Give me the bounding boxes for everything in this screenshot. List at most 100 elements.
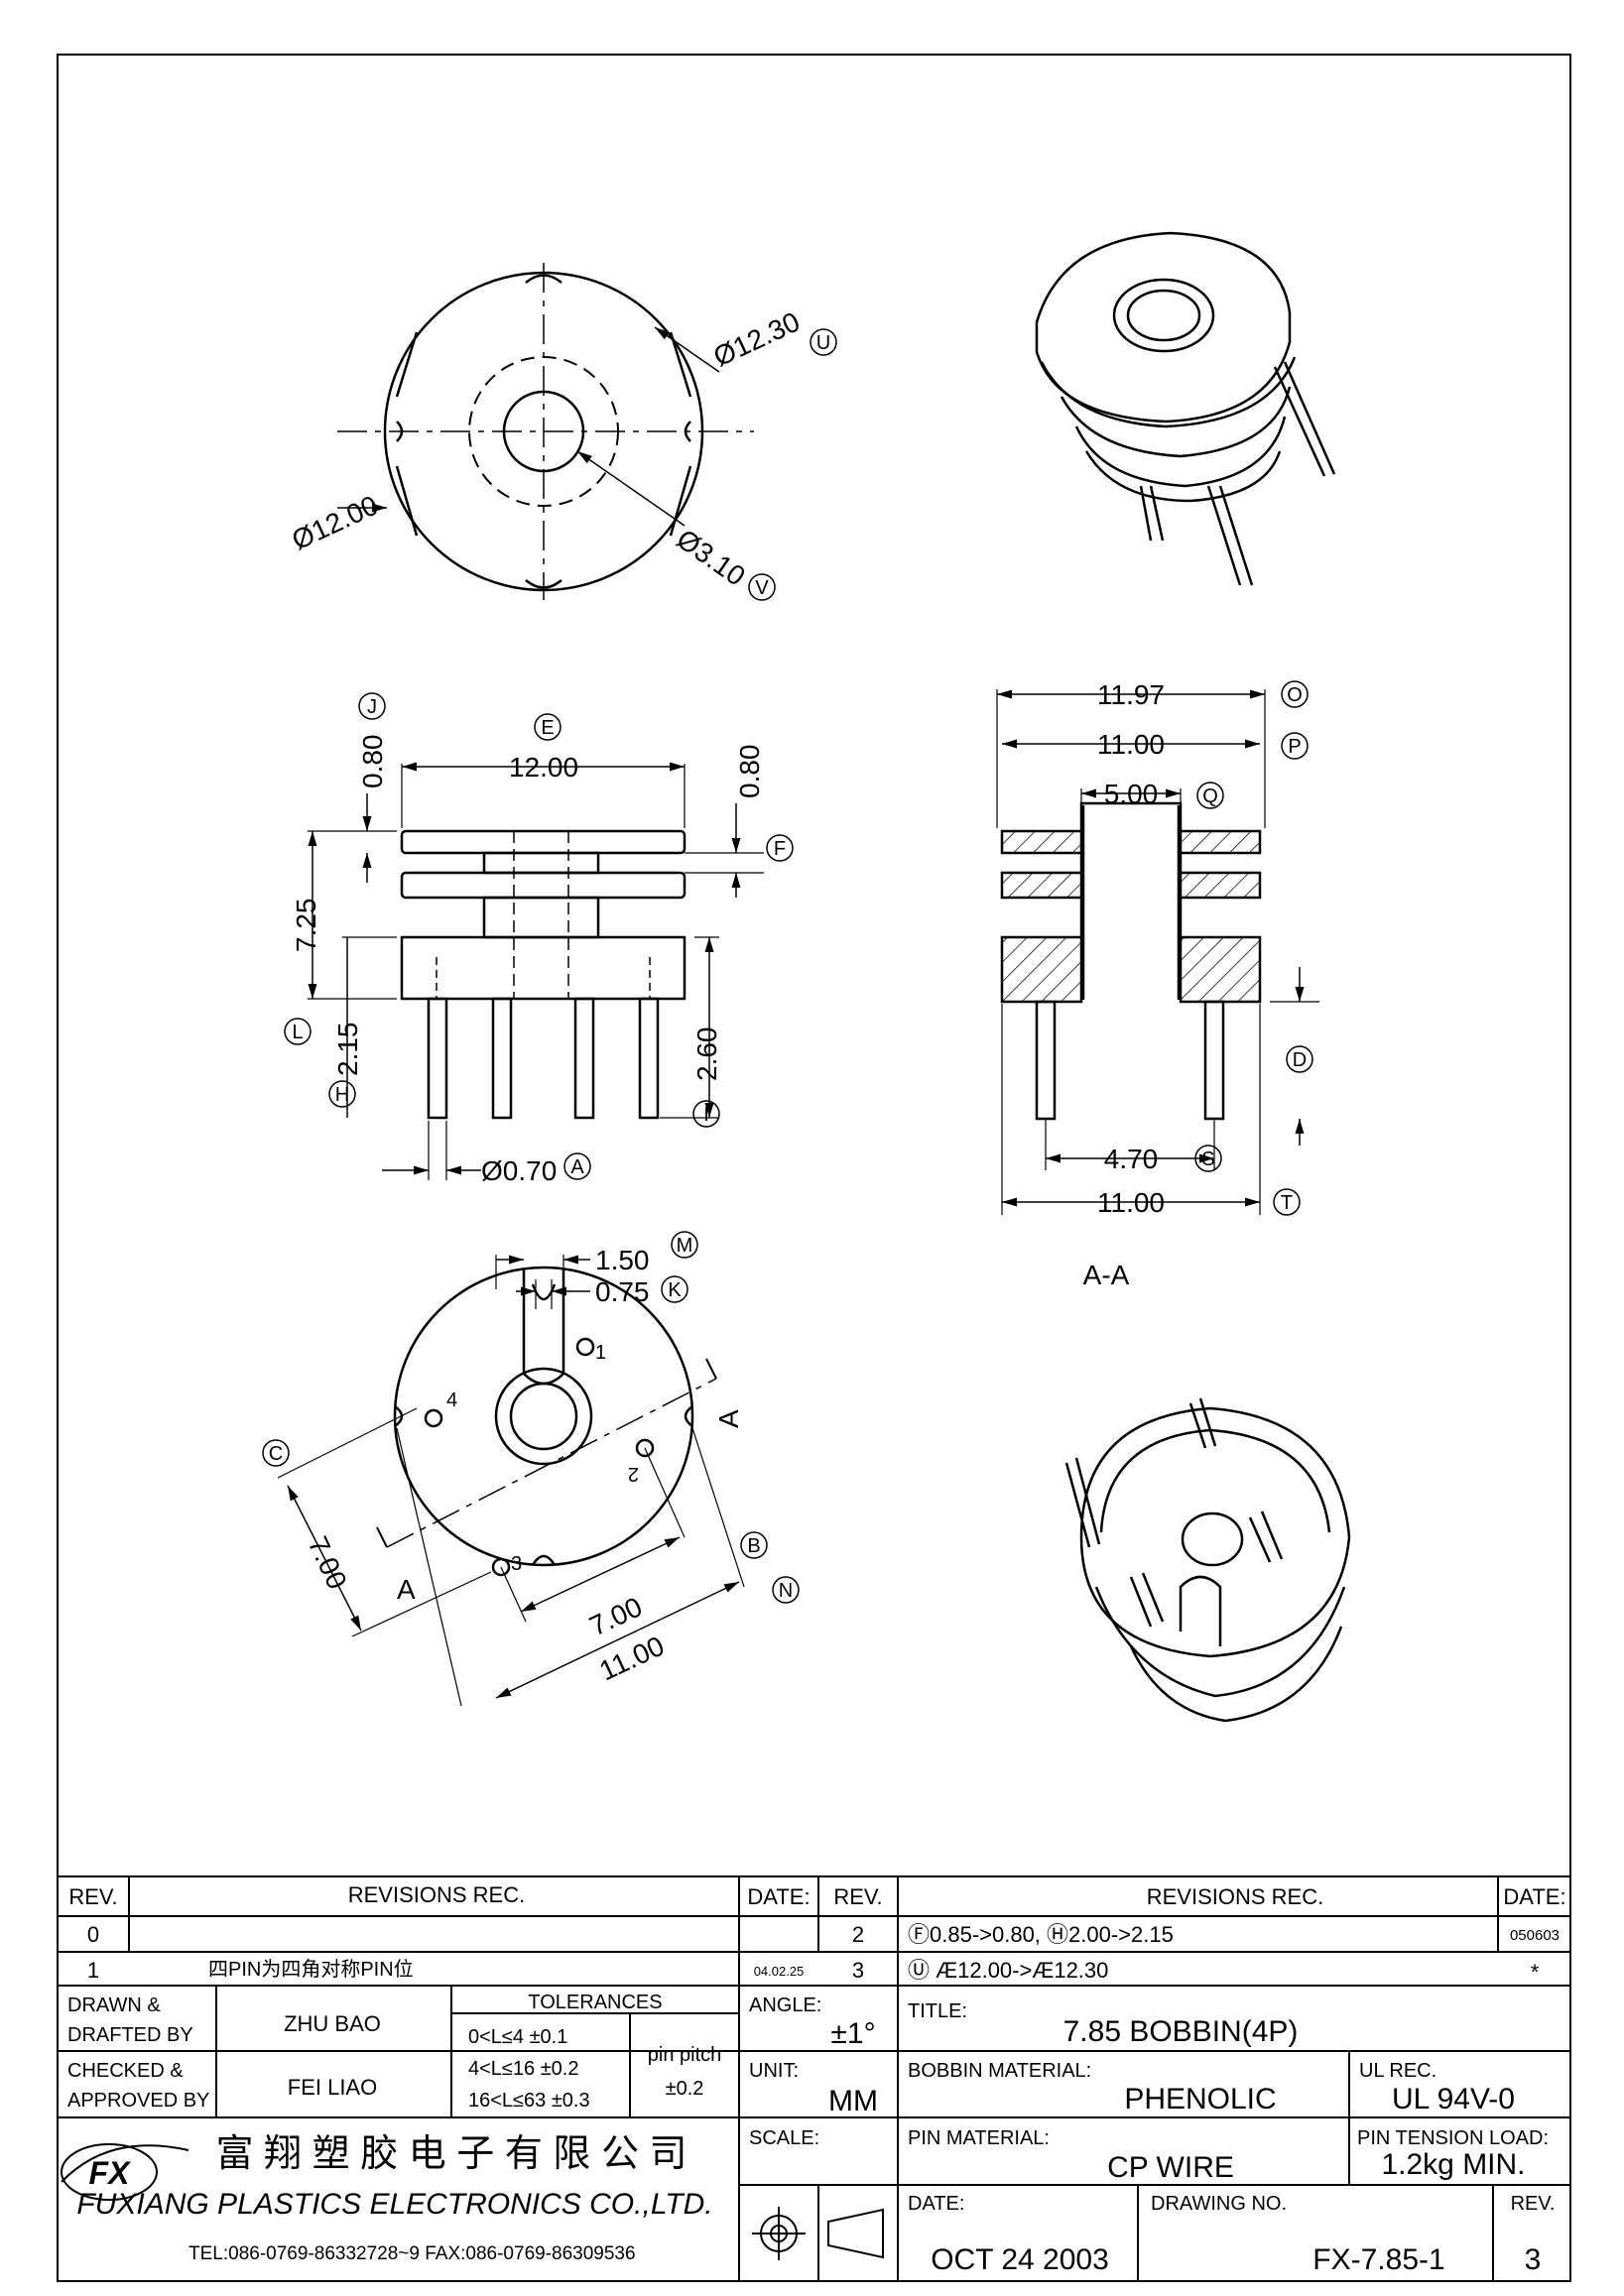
rev-row-1-date: 04.02.25 [754,1964,805,1979]
tag-f: F [766,834,794,862]
tolerances-label: TOLERANCES [528,1992,662,2013]
pin-label-2: 2 [628,1463,639,1485]
rev-row-2-text: Ⓕ0.85->0.80, Ⓗ2.00->2.15 [908,1922,1174,1947]
rev-header-left: REV. [68,1884,117,1909]
tag-i: I [692,1100,720,1128]
rev-row-0-num: 0 [87,1922,99,1947]
svg-text:E: E [541,717,554,739]
rev-value: 3 [1525,2243,1542,2276]
rev-row-1-num: 1 [87,1958,99,1983]
section-flange-width: 11.00 [1097,729,1165,760]
tag-l: L [284,1018,312,1045]
unit-value: MM [828,2085,878,2117]
front-base-height: 2.15 [332,1023,363,1077]
company-name-cn: 富 翔 塑 胶 电 子 有 限 公 司 [215,2133,687,2175]
tag-t: T [1273,1188,1301,1216]
company-contact: TEL:086-0769-86332728~9 FAX:086-0769-863… [188,2243,636,2264]
tag-d: D [1286,1045,1313,1073]
tag-b: B [740,1531,768,1559]
pin-tension-value: 1.2kg MIN. [1381,2148,1525,2181]
scale-label: SCALE: [749,2127,819,2149]
section-base-width: 11.00 [1097,1187,1165,1218]
date-header-right: DATE: [1503,1884,1565,1909]
tag-u: U [810,328,837,356]
pin-material-label: PIN MATERIAL: [908,2127,1050,2149]
section-core-width: 5.00 [1104,779,1159,809]
front-pin-length: 2.60 [691,1027,722,1082]
top-base-dia: Ø12.00 [287,490,382,556]
bottom-pin-grid-b: 7.00 [584,1591,646,1641]
bobbin-material-value: PHENOLIC [1124,2083,1276,2115]
section-mark-right: A [713,1409,744,1428]
top-view [337,263,754,600]
front-top-width: 12.00 [509,752,578,783]
drawing-no-label: DRAWING NO. [1151,2193,1287,2215]
iso-view-top [1035,231,1336,586]
section-view [996,689,1319,1215]
company-logo: FX [61,2143,189,2201]
tag-s: S [1194,1145,1222,1172]
revisions-header-right: REVISIONS REC. [1147,1884,1323,1909]
top-outer-dia: Ø12.30 [708,306,804,373]
tag-e: E [534,713,562,741]
svg-text:P: P [1288,736,1301,758]
bottom-view [277,1255,745,1707]
angle-value: ±1° [830,2017,875,2050]
tag-q: Q [1196,782,1224,809]
svg-text:D: D [1293,1049,1307,1071]
svg-text:K: K [668,1279,682,1301]
drawn-label-2: DRAFTED BY [67,2024,193,2046]
tag-h: H [328,1080,356,1108]
front-flange-left: 0.80 [357,735,388,789]
rev-row-3-num: 3 [852,1958,864,1983]
sheet-border [57,54,1571,2282]
drawn-label-1: DRAWN & [67,1994,161,2016]
svg-text:C: C [269,1443,283,1465]
pin-label-4: 4 [446,1390,457,1411]
svg-text:U: U [816,332,830,354]
front-view [308,762,764,1180]
tolerance-row-2: 4<L≤16 ±0.2 [468,2058,578,2080]
tolerance-row-1: 0<L≤4 ±0.1 [468,2026,567,2048]
pin-pitch-label: pin pitch [648,2044,722,2066]
tag-m: M [671,1231,698,1259]
tag-k: K [661,1275,688,1303]
svg-text:J: J [367,696,377,718]
pin-label-3: 3 [511,1553,522,1575]
svg-text:M: M [677,1235,693,1257]
angle-label: ANGLE: [749,1994,821,2016]
rev-row-1-text: 四PIN为四角对称PIN位 [208,1958,414,1981]
company-name-en: FUXIANG PLASTICS ELECTRONICS CO.,LTD. [76,2188,712,2221]
svg-text:A: A [570,1156,584,1178]
svg-text:I: I [703,1104,709,1126]
date-header-left: DATE: [747,1884,810,1909]
date-label: DATE: [908,2193,964,2215]
front-total-height: 7.25 [291,899,321,953]
rev-label: REV. [1511,2193,1556,2215]
section-pin-spacing: 4.70 [1104,1144,1159,1174]
front-pin-dia: Ø0.70 [481,1155,557,1186]
drawing-no-value: FX-7.85-1 [1312,2243,1444,2276]
bottom-slot-width: 1.50 [595,1245,650,1275]
iso-view-bottom [1064,1397,1351,1723]
front-flange-right: 0.80 [734,745,765,799]
svg-text:FX: FX [89,2155,132,2191]
checked-label-1: CHECKED & [67,2060,184,2082]
title-block-lines [58,1875,1570,2281]
section-overall-width: 11.97 [1097,679,1165,710]
svg-text:Q: Q [1202,785,1218,807]
top-hole-dia: Ø3.10 [672,524,751,592]
rev-row-2-date: 050603 [1510,1927,1560,1944]
svg-text:B: B [747,1535,760,1557]
pin-pitch-value: ±0.2 [666,2078,704,2100]
tag-p: P [1281,732,1309,760]
title-value: 7.85 BOBBIN(4P) [1063,2015,1299,2048]
bottom-pin-grid: 7.00 [303,1531,353,1593]
tag-v: V [748,573,776,601]
pin-label-1: 1 [595,1342,606,1364]
ul-rec-value: UL 94V-0 [1392,2083,1515,2115]
tolerance-row-3: 16<L≤63 ±0.3 [468,2090,590,2112]
pin-material-value: CP WIRE [1107,2151,1234,2184]
checked-label-2: APPROVED BY [67,2090,209,2112]
